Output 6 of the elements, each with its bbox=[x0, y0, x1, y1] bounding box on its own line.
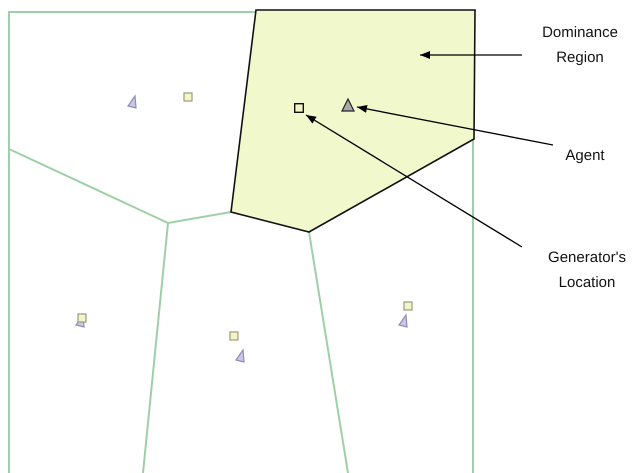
callout-label: Generator's Location bbox=[530, 245, 644, 297]
leader-arrow bbox=[356, 104, 554, 146]
callout-label: Dominance Region bbox=[520, 20, 640, 72]
callout-label: Agent bbox=[550, 143, 620, 169]
leader-arrow bbox=[420, 51, 522, 59]
leader-arrow bbox=[306, 114, 522, 248]
